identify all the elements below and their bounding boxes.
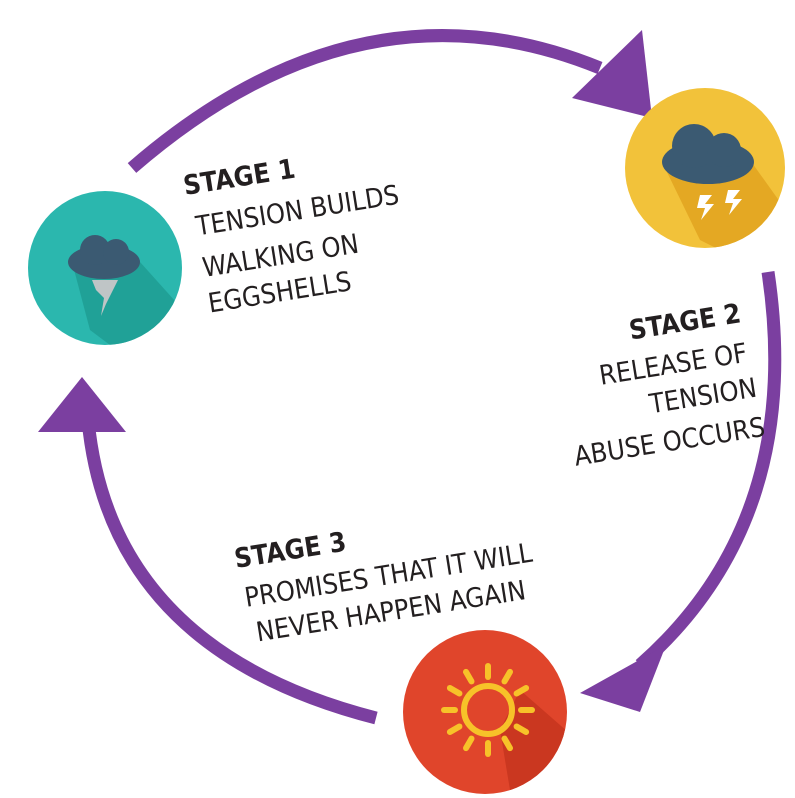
sun-ray xyxy=(446,723,463,735)
arrow-head-stage3 xyxy=(580,645,666,712)
cycle-arrows xyxy=(38,29,782,725)
stage1-heading: STAGE 1 xyxy=(181,154,297,202)
stage2-line-3: ABUSE OCCURS xyxy=(572,412,767,473)
arrow-head-stage1 xyxy=(38,377,126,432)
sun-ray xyxy=(463,668,475,685)
arrow-stage1-to-stage2 xyxy=(127,29,603,173)
stage2-text: STAGE 2 RELEASE OF TENSION ABUSE OCCURS xyxy=(572,298,767,473)
sun-ray xyxy=(513,685,530,697)
sun-ray xyxy=(501,668,513,685)
stage3-text: STAGE 3 PROMISES THAT IT WILL NEVER HAPP… xyxy=(232,527,535,649)
sun-ray xyxy=(463,735,475,752)
arrow-stage2-to-stage3 xyxy=(635,271,782,670)
sun-ray xyxy=(501,735,513,752)
arrow-stage3-to-stage1 xyxy=(81,419,378,725)
stage2-heading: STAGE 2 xyxy=(627,298,743,346)
stage2-circle xyxy=(625,88,785,248)
arrow-head-stage2 xyxy=(572,30,652,118)
stage3-circle xyxy=(403,630,567,794)
stage1-circle xyxy=(28,191,182,345)
stage1-text: STAGE 1 TENSION BUILDS WALKING ON EGGSHE… xyxy=(181,154,401,320)
stage3-heading: STAGE 3 xyxy=(232,527,348,575)
sun-icon xyxy=(441,663,535,757)
storm-cloud-icon xyxy=(662,124,754,220)
sun-ray xyxy=(513,723,530,735)
sun-ray xyxy=(446,685,463,697)
tornado-cloud-icon xyxy=(68,235,140,316)
